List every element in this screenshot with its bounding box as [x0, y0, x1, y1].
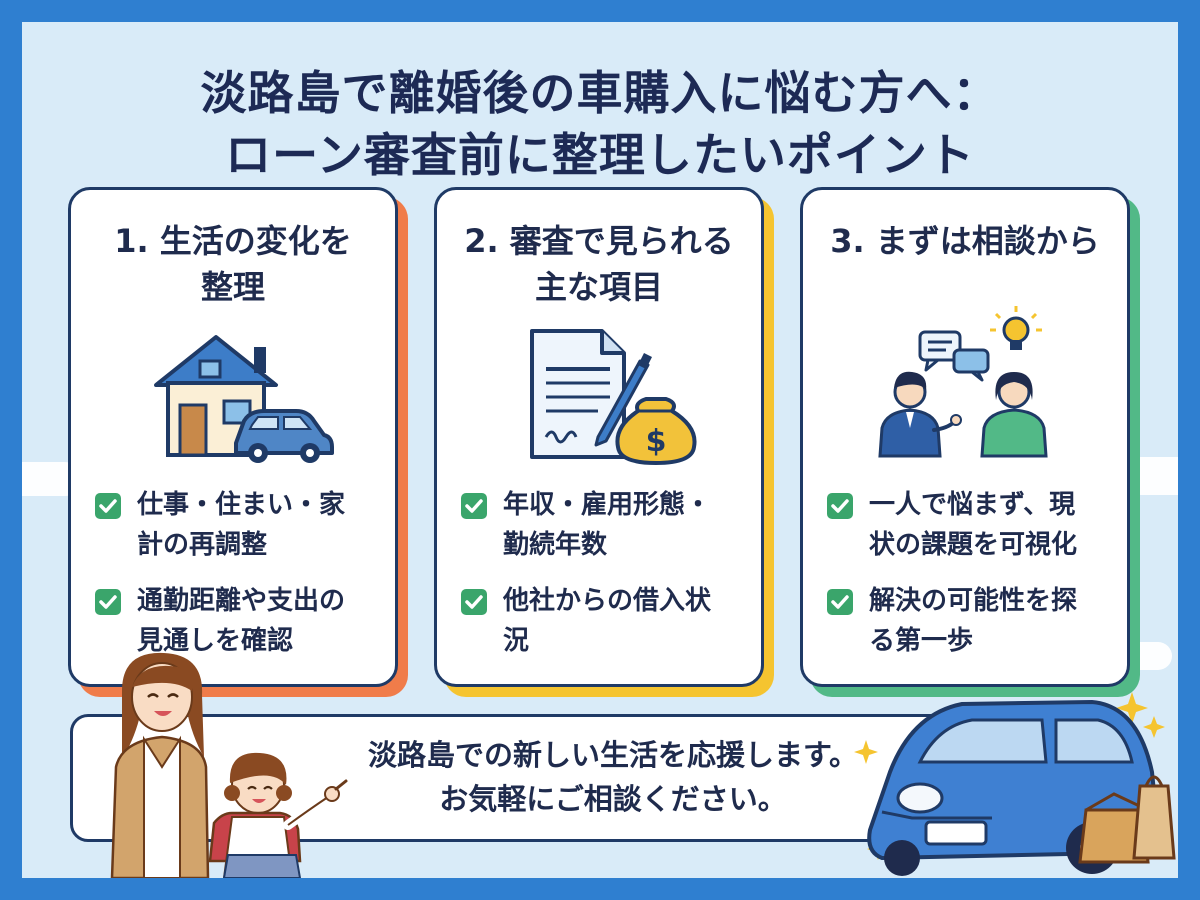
- card-title: 2. 審査で見られる 主な項目: [437, 218, 761, 310]
- title-line-1: 淡路島で離婚後の車購入に悩む方へ：: [200, 66, 1000, 120]
- item-line: 況: [503, 626, 530, 656]
- check-icon: [461, 493, 487, 519]
- banner-line: お気軽にご相談ください。: [439, 782, 787, 816]
- item-line: 通勤距離や支出の: [137, 586, 346, 616]
- title-line-2: ローン審査前に整理したいポイント: [225, 128, 975, 182]
- banner-line: 淡路島での新しい生活を応援します。: [367, 738, 859, 772]
- check-icon: [827, 493, 853, 519]
- list-item: 他社からの借入状 況: [461, 581, 751, 661]
- card-title: 3. まずは相談から: [803, 218, 1127, 264]
- item-line: 勤続年数: [503, 530, 608, 560]
- page-title: 淡路島で離婚後の車購入に悩む方へ： ローン審査前に整理したいポイント: [22, 62, 1178, 186]
- item-line: 他社からの借入状: [503, 586, 712, 616]
- svg-text:$: $: [646, 424, 667, 459]
- item-line: る第一歩: [869, 626, 974, 656]
- item-line: 年収・雇用形態・: [503, 490, 712, 520]
- blue-car-illustration: [854, 692, 1176, 876]
- list-item: 年収・雇用形態・ 勤続年数: [461, 485, 751, 565]
- card-body: 2. 審査で見られる 主な項目 $ 年収・雇用形態・: [434, 187, 764, 687]
- item-line: 解決の可能性を探: [869, 586, 1078, 616]
- item-line: 仕事・住まい・家: [137, 490, 346, 520]
- check-list: 一人で悩まず、現 状の課題を可視化 解決の可能性を探 る第一歩: [827, 485, 1117, 677]
- document-and-money-bag-icon: $: [530, 329, 697, 465]
- item-line: 見通しを確認: [137, 626, 294, 656]
- card-title-line: 2. 審査で見られる: [464, 222, 734, 260]
- item-line: 計の再調整: [137, 530, 268, 560]
- check-icon: [827, 589, 853, 615]
- card-consultation: 3. まずは相談から: [800, 187, 1140, 697]
- check-list: 仕事・住まい・家 計の再調整 通勤距離や支出の 見通しを確認: [95, 485, 385, 677]
- list-item: 通勤距離や支出の 見通しを確認: [95, 581, 385, 661]
- card-title-line: 3. まずは相談から: [830, 222, 1100, 260]
- check-icon: [95, 493, 121, 519]
- mother-and-child-illustration: [110, 652, 348, 878]
- item-line: 一人で悩まず、現: [869, 490, 1076, 520]
- check-icon: [461, 589, 487, 615]
- check-icon: [95, 589, 121, 615]
- banner-message: 淡路島での新しい生活を応援します。 お気軽にご相談ください。: [333, 733, 893, 821]
- list-item: 一人で悩まず、現 状の課題を可視化: [827, 485, 1117, 565]
- poster: 淡路島で離婚後の車購入に悩む方へ： ローン審査前に整理したいポイント 1. 生活…: [22, 22, 1178, 878]
- list-item: 解決の可能性を探 る第一歩: [827, 581, 1117, 661]
- card-title-line: 1. 生活の変化を: [114, 222, 352, 260]
- house-and-car-icon: [154, 335, 334, 463]
- card-body: 3. まずは相談から: [800, 187, 1130, 687]
- card-body: 1. 生活の変化を 整理 仕事・住まい・家 計の再: [68, 187, 398, 687]
- item-line: 状の課題を可視化: [869, 530, 1078, 560]
- card-title: 1. 生活の変化を 整理: [71, 218, 395, 310]
- card-title-line: 整理: [200, 268, 265, 306]
- list-item: 仕事・住まい・家 計の再調整: [95, 485, 385, 565]
- card-title-line: 主な項目: [534, 268, 663, 306]
- card-life-changes: 1. 生活の変化を 整理 仕事・住まい・家 計の再: [68, 187, 408, 697]
- check-list: 年収・雇用形態・ 勤続年数 他社からの借入状 況: [461, 485, 751, 677]
- consultation-icon: [878, 306, 1048, 458]
- card-review-items: 2. 審査で見られる 主な項目 $ 年収・雇用形態・: [434, 187, 774, 697]
